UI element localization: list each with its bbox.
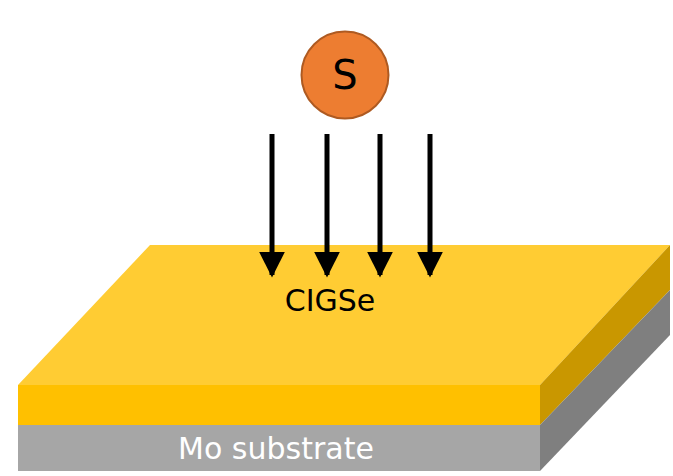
substrate-side-face [540, 290, 670, 471]
layer-front-face [18, 385, 540, 425]
deposition-arrow [270, 134, 275, 275]
deposition-arrow [378, 134, 383, 275]
node-label: CIGSe [285, 284, 376, 317]
source-circle: S [300, 30, 390, 120]
deposition-arrow [325, 134, 330, 275]
node-label: S [332, 53, 357, 97]
substrate-front-face [18, 425, 540, 471]
deposition-arrow [428, 134, 433, 275]
node-label: Mo substrate [178, 432, 374, 465]
mo-substrate: Mo substrate [18, 425, 672, 471]
source-circle-shape [302, 32, 389, 119]
